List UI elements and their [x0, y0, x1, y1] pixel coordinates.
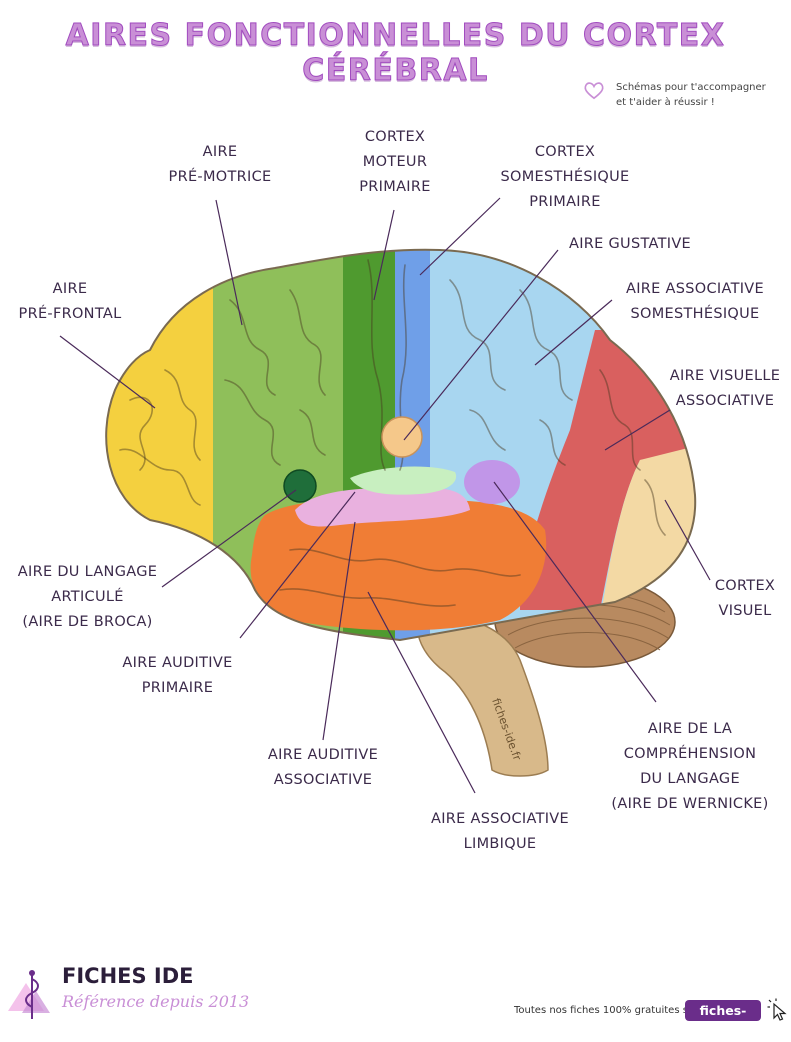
line-visual-assoc: [604, 409, 671, 451]
line-somato-assoc: [534, 299, 613, 366]
broca-area-spot: [283, 469, 317, 503]
label-premotor: AIRE PRÉ-MOTRICE: [150, 140, 290, 190]
label-somato-assoc-line-1: AIRE ASSOCIATIVE: [626, 281, 764, 297]
label-gustative-line-1: AIRE GUSTATIVE: [568, 236, 692, 252]
footer-text: Toutes nos fiches 100% gratuites sur: [514, 1005, 699, 1016]
label-wernicke-line-2: COMPRÉHENSION: [623, 746, 757, 762]
region-auditory-top: [350, 466, 457, 495]
site-link[interactable]: fiches-ide.fr: [685, 1000, 761, 1039]
label-visual-assoc-line-2: ASSOCIATIVE: [675, 393, 775, 409]
tagline: Schémas pour t'accompagner et t'aider à …: [616, 80, 786, 110]
label-primary-motor: CORTEX MOTEUR PRIMAIRE: [330, 125, 460, 200]
label-somato-line-3: PRIMAIRE: [529, 194, 601, 210]
label-somato-line-2: SOMESTHÉSIQUE: [500, 169, 630, 185]
label-auditory-assoc-line-1: AIRE AUDITIVE: [267, 747, 379, 763]
label-primary-somatosensory: CORTEX SOMESTHÉSIQUE PRIMAIRE: [470, 140, 660, 215]
line-limbic: [367, 591, 476, 794]
label-motor-line-1: CORTEX: [364, 129, 426, 145]
heart-icon: [584, 82, 604, 100]
label-auditory-associative: AIRE AUDITIVE ASSOCIATIVE: [248, 743, 398, 793]
line-prefrontal: [59, 335, 156, 409]
label-motor-line-2: MOTEUR: [362, 154, 428, 170]
label-broca-line-1: AIRE DU LANGAGE: [17, 564, 158, 580]
label-premotor-line-2: PRÉ-MOTRICE: [168, 169, 272, 185]
region-auditory-primary: [295, 487, 470, 527]
line-auditory-assoc: [322, 521, 356, 741]
region-auditory-associative: [250, 499, 547, 631]
label-auditory-primary: AIRE AUDITIVE PRIMAIRE: [105, 651, 250, 701]
label-auditory-primary-line-1: AIRE AUDITIVE: [122, 655, 233, 671]
line-visual: [664, 499, 711, 581]
line-motor: [373, 209, 395, 301]
label-wernicke-line-4: (AIRE DE WERNICKE): [611, 796, 769, 812]
line-auditory-primary: [239, 491, 356, 639]
label-limbic-line-1: AIRE ASSOCIATIVE: [431, 811, 569, 827]
label-limbic-line-2: LIMBIQUE: [463, 836, 537, 852]
label-somato-line-1: CORTEX: [534, 144, 596, 160]
line-broca: [161, 489, 297, 588]
brand-tagline: Référence depuis 2013: [62, 992, 250, 1011]
label-somato-assoc-line-2: SOMESTHÉSIQUE: [630, 306, 760, 322]
line-gustative: [403, 249, 559, 441]
label-visual-line-2: VISUEL: [718, 603, 772, 619]
caduceus-logo: [8, 970, 50, 1019]
line-premotor: [215, 199, 243, 326]
label-gustatory: AIRE GUSTATIVE: [540, 232, 720, 257]
label-visual-cortex: CORTEX VISUEL: [700, 574, 790, 624]
brain-outline: [105, 248, 697, 642]
label-wernicke-line-1: AIRE DE LA: [647, 721, 733, 737]
tagline-line-1: Schémas pour t'accompagner: [616, 82, 766, 93]
label-wernicke: AIRE DE LA COMPRÉHENSION DU LANGAGE (AIR…: [595, 717, 785, 817]
label-limbic: AIRE ASSOCIATIVE LIMBIQUE: [415, 807, 585, 857]
label-wernicke-line-3: DU LANGAGE: [640, 771, 740, 787]
label-prefrontal-line-2: PRÉ-FRONTAL: [18, 306, 122, 322]
line-wernicke: [493, 481, 657, 703]
tagline-line-2: et t'aider à réussir !: [616, 97, 715, 108]
cursor-click-icon: [767, 998, 787, 1021]
leader-lines: [59, 197, 711, 794]
label-broca-line-2: ARTICULÉ: [51, 589, 124, 605]
label-prefrontal: AIRE PRÉ-FRONTAL: [10, 277, 130, 327]
gustatory-area-spot: [381, 416, 423, 458]
label-visual-line-1: CORTEX: [714, 578, 776, 594]
line-somato: [419, 197, 501, 276]
label-broca: AIRE DU LANGAGE ARTICULÉ (AIRE DE BROCA): [5, 560, 170, 635]
label-visual-assoc-line-1: AIRE VISUELLE: [669, 368, 781, 384]
label-broca-line-3: (AIRE DE BROCA): [22, 614, 153, 630]
label-visual-associative: AIRE VISUELLE ASSOCIATIVE: [660, 364, 790, 414]
label-auditory-primary-line-2: PRIMAIRE: [141, 680, 214, 696]
brainstem: [416, 613, 549, 777]
label-somatosensory-associative: AIRE ASSOCIATIVE SOMESTHÉSIQUE: [600, 277, 790, 327]
wernicke-area-spot: [464, 460, 520, 504]
label-premotor-line-1: AIRE: [202, 144, 238, 160]
page-title: AIRES FONCTIONNELLES DU CORTEX CÉRÉBRAL: [65, 18, 726, 89]
label-motor-line-3: PRIMAIRE: [359, 179, 431, 195]
brand-name: FICHES IDE: [62, 964, 194, 988]
label-auditory-assoc-line-2: ASSOCIATIVE: [273, 772, 373, 788]
label-prefrontal-line-1: AIRE: [52, 281, 88, 297]
